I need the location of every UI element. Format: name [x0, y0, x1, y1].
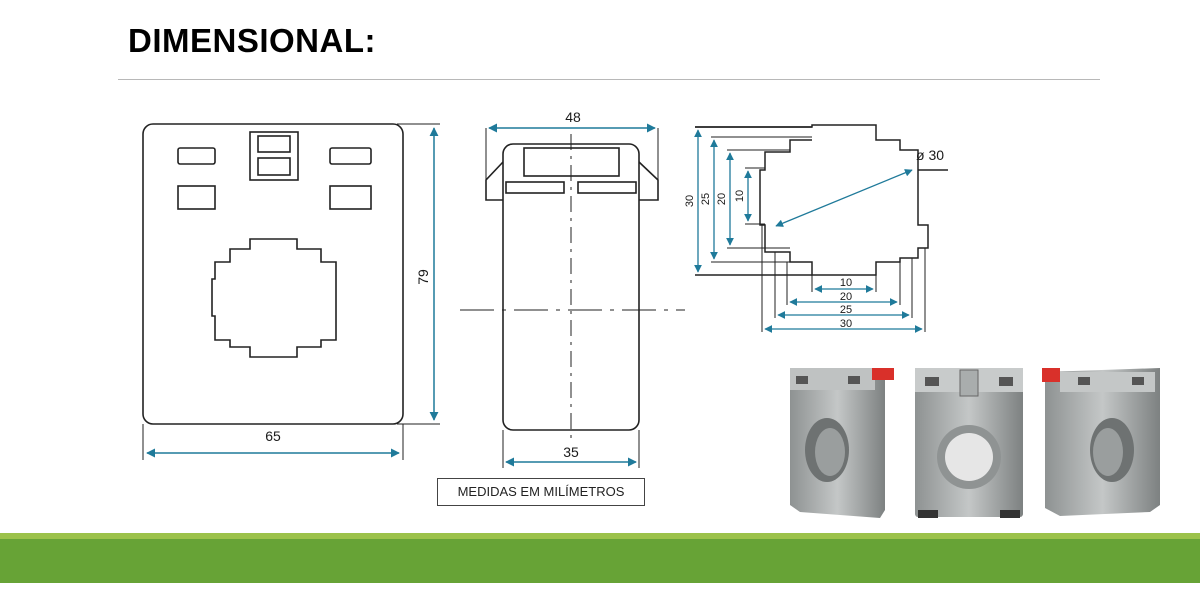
side-top-label: 48 [565, 109, 581, 125]
front-aperture [211, 238, 337, 358]
window-vlabel: 10 [734, 190, 746, 202]
title-divider [118, 79, 1100, 80]
front-slot-left [177, 185, 216, 210]
front-view [142, 123, 440, 460]
side-clip-right [577, 181, 637, 194]
product-photo-left [790, 368, 894, 518]
product-photo-center [915, 368, 1023, 518]
side-view [460, 128, 685, 468]
window-stepped-profile [695, 124, 929, 276]
front-terminal-top [257, 135, 291, 153]
window-vlabel: 20 [716, 193, 728, 205]
product-photo-right [1042, 368, 1160, 516]
front-slot-top-left [177, 147, 216, 165]
window-hlabel: 25 [840, 304, 852, 316]
window-vlabel: 30 [684, 195, 696, 207]
front-outline [142, 123, 404, 425]
window-diameter-label: ø 30 [916, 147, 944, 163]
window-dimension-lines [694, 129, 923, 333]
side-bracket-left [485, 161, 504, 201]
window-detail [695, 124, 948, 332]
units-note: MEDIDAS EM MILÍMETROS [437, 478, 645, 506]
footer-band-dark [0, 539, 1200, 583]
side-clip-left [505, 181, 565, 194]
front-width-label: 65 [265, 428, 281, 444]
front-terminal-bottom [257, 157, 291, 176]
side-bracket-right [638, 161, 659, 201]
front-height-label: 79 [415, 269, 431, 285]
side-bottom-label: 35 [563, 444, 579, 460]
front-slot-right [329, 185, 372, 210]
window-hlabel: 10 [840, 277, 852, 289]
window-hlabel: 20 [840, 291, 852, 303]
window-vlabel: 25 [700, 193, 712, 205]
footer-band-light [0, 533, 1200, 539]
front-slot-top-right [329, 147, 372, 165]
window-hlabel: 30 [840, 318, 852, 330]
page-title: DIMENSIONAL: [128, 22, 376, 59]
front-terminal-block [249, 131, 299, 181]
